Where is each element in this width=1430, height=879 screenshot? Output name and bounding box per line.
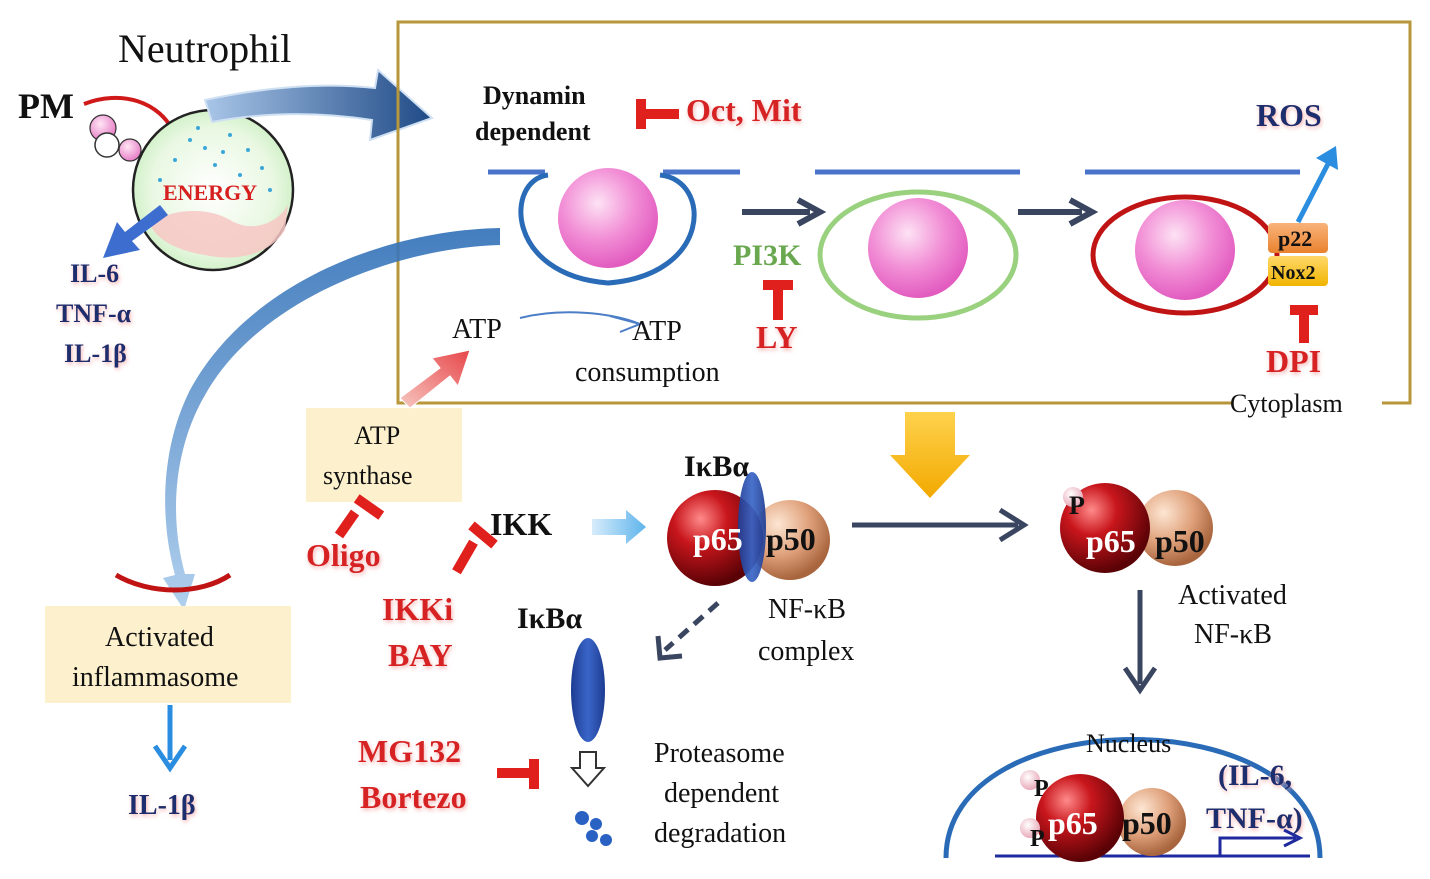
atp-label: ATP bbox=[452, 314, 502, 345]
neutrophil-cell bbox=[131, 108, 295, 272]
phospho-site bbox=[1063, 487, 1083, 507]
p50-label-complex: p50 bbox=[766, 521, 816, 557]
cytokine-il1b: IL-1β bbox=[64, 339, 127, 368]
p22-box bbox=[1268, 223, 1328, 253]
ikk-label: IKK bbox=[490, 506, 552, 542]
il1b-output-label: IL-1β bbox=[128, 790, 196, 821]
target-genes-line2: TNF-α) bbox=[1206, 802, 1303, 835]
phospho-site-1 bbox=[1020, 770, 1040, 790]
oligo-label: Oligo bbox=[306, 537, 381, 573]
p50-label-nuclear: p50 bbox=[1122, 805, 1172, 841]
inflammasome-line2: inflammasome bbox=[72, 662, 238, 693]
nfkb-complex-line2: complex bbox=[758, 636, 854, 667]
inhibitor-oligo-symbol bbox=[334, 494, 385, 539]
bay-label: BAY bbox=[388, 637, 453, 673]
cytoplasm-frame bbox=[396, 20, 1412, 405]
proteasome-line2: dependent bbox=[664, 778, 779, 809]
atp-synthase-line2: synthase bbox=[323, 461, 413, 490]
mg132-label: MG132 bbox=[358, 733, 461, 769]
target-genes-line1: (IL-6, bbox=[1218, 759, 1292, 792]
proteasome-line3: degradation bbox=[654, 818, 786, 849]
activated-nfkb-line1: Activated bbox=[1178, 580, 1287, 611]
vesicle-arrow-1 bbox=[742, 197, 827, 227]
neutrophil-to-pathway-arrow bbox=[203, 68, 434, 142]
ros-arrow bbox=[1295, 146, 1338, 224]
ikba-protein-free bbox=[571, 638, 605, 742]
inflammasome-inhibition-bar bbox=[114, 572, 232, 593]
ikk-to-complex-arrow bbox=[592, 510, 646, 544]
nucleus-label: Nucleus bbox=[1086, 729, 1171, 758]
nfkb-complex-line1: NF-κB bbox=[768, 594, 846, 625]
p65-label-complex: p65 bbox=[693, 521, 743, 557]
atp-consumption-line2: consumption bbox=[575, 357, 720, 388]
degradation-arrow bbox=[569, 751, 607, 788]
bortezo-label: Bortezo bbox=[360, 779, 467, 815]
p22-label: p22 bbox=[1278, 226, 1312, 251]
inflammasome-inhibit-curve bbox=[163, 228, 500, 610]
p50-label-active: p50 bbox=[1155, 523, 1205, 559]
pi3k-label: PI3K bbox=[733, 239, 802, 272]
phospho-label: P bbox=[1069, 491, 1085, 520]
nox2-label: Nox2 bbox=[1271, 262, 1315, 284]
nuclear-phospho-1: P bbox=[1034, 776, 1049, 802]
atp-synthase-box bbox=[306, 408, 462, 502]
vesicle-arrow-2 bbox=[1018, 197, 1099, 227]
nuclear-phospho-2: P bbox=[1030, 826, 1045, 852]
phospho-site-2 bbox=[1020, 818, 1040, 838]
cytokine-il6: IL-6 bbox=[70, 259, 119, 288]
inhibitor-ly-symbol bbox=[763, 280, 793, 320]
nucleus-envelope bbox=[943, 737, 1323, 859]
p65-label-active: p65 bbox=[1086, 523, 1136, 559]
dynamin-label-line2: dependent bbox=[475, 117, 591, 146]
inhibitor-dpi-symbol bbox=[1290, 305, 1318, 343]
ly-label: LY bbox=[756, 319, 798, 355]
transcription-start-arrow bbox=[1218, 828, 1304, 856]
nox2-box bbox=[1268, 256, 1328, 286]
inhibitor-oct-mit-symbol bbox=[636, 99, 679, 129]
il1b-output-arrow bbox=[152, 705, 188, 773]
ikba-complex-label: IκBα bbox=[684, 450, 749, 483]
ros-label: ROS bbox=[1256, 97, 1322, 133]
nuclear-translocation-arrow bbox=[1122, 590, 1158, 695]
atp-production-arrow bbox=[399, 349, 471, 409]
ikba-protein-bound bbox=[738, 472, 766, 582]
atp-consumption-line1: ATP bbox=[632, 316, 682, 347]
endocytic-vesicle-forming bbox=[518, 168, 697, 286]
activated-nfkb bbox=[1060, 483, 1213, 573]
cytokine-release-arrow bbox=[103, 205, 168, 258]
activated-nfkb-line2: NF-κB bbox=[1194, 619, 1272, 650]
energy-label: ENERGY bbox=[163, 180, 257, 205]
dpi-label: DPI bbox=[1266, 343, 1321, 379]
cytokine-tnfa: TNF-α bbox=[56, 299, 132, 328]
dynamin-label-line1: Dynamin bbox=[483, 81, 586, 110]
neutrophil-title: Neutrophil bbox=[118, 26, 291, 71]
ikba-release-arrow bbox=[655, 601, 720, 661]
p65-label-nuclear: p65 bbox=[1048, 805, 1098, 841]
proteasome-line1: Proteasome bbox=[654, 738, 785, 769]
pm-label: PM bbox=[18, 86, 74, 126]
inhibitor-proteasome-symbol bbox=[497, 759, 539, 789]
atp-synthase-line1: ATP bbox=[354, 421, 400, 450]
endosome-green bbox=[817, 189, 1019, 321]
activation-arrow bbox=[852, 507, 1029, 543]
pm-particles bbox=[89, 114, 142, 162]
ikba-free-label: IκBα bbox=[517, 602, 582, 635]
inflammasome-box bbox=[45, 606, 291, 703]
cytoplasm-label: Cytoplasm bbox=[1230, 389, 1343, 418]
ikki-label: IKKi bbox=[382, 591, 453, 627]
phagosome-red bbox=[1090, 194, 1280, 316]
nfkb-complex bbox=[667, 472, 830, 586]
cytoplasm-to-nfkb-arrow bbox=[890, 412, 970, 498]
degraded-fragments bbox=[575, 811, 612, 846]
oct-mit-label: Oct, Mit bbox=[686, 92, 802, 128]
inhibitor-ikki-symbol bbox=[452, 521, 498, 575]
inflammasome-line1: Activated bbox=[105, 622, 214, 653]
nuclear-nfkb bbox=[1020, 770, 1186, 862]
cytokine-list: IL-6 TNF-α IL-1β bbox=[56, 259, 132, 368]
